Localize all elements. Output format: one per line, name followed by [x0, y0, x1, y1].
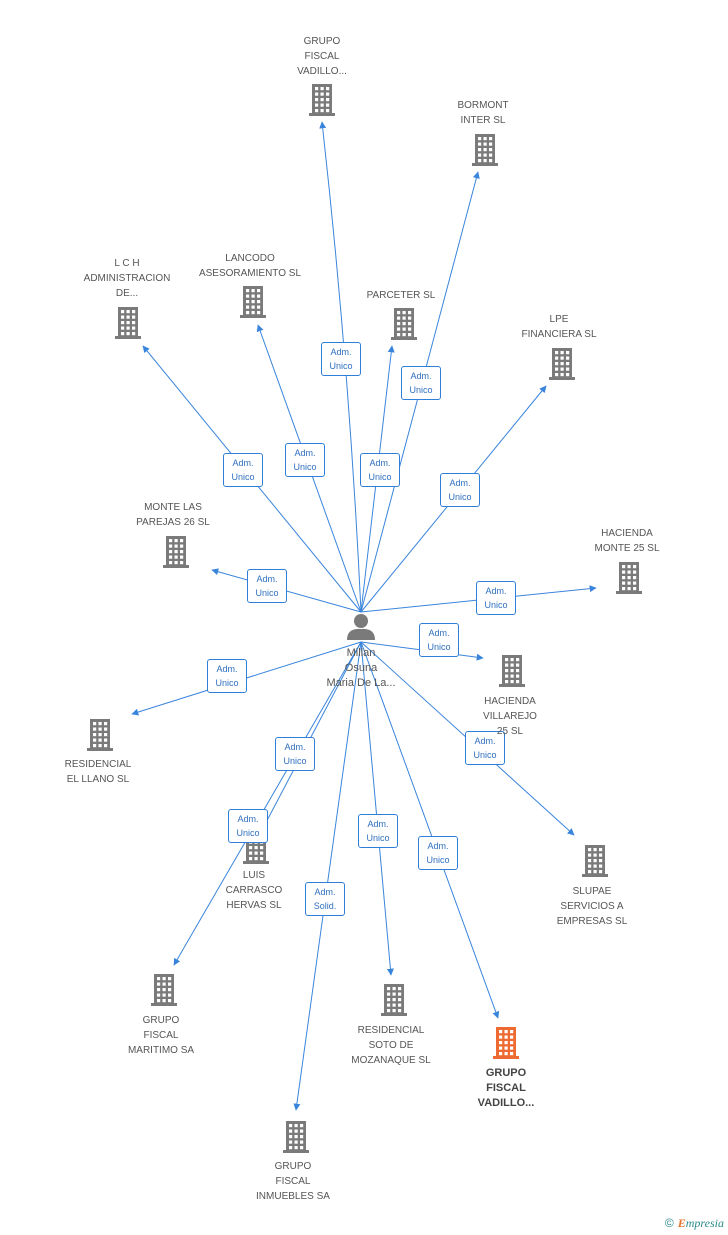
company-label-n14[interactable]: RESIDENCIAL SOTO DE MOZANAQUE SL	[351, 1025, 431, 1066]
edge-n16	[293, 641, 362, 1111]
building-icon[interactable]	[499, 655, 525, 687]
person-label[interactable]: Millan Osuna Maria De La...	[326, 647, 396, 689]
relation-label-n6[interactable]: Adm. Unico	[440, 473, 480, 507]
edge-n13	[173, 641, 362, 966]
building-icon[interactable]	[472, 134, 498, 166]
building-icon[interactable]	[549, 348, 575, 380]
building-icon[interactable]	[493, 1027, 519, 1059]
company-label-n3[interactable]: L C H ADMINISTRACION DE...	[83, 258, 171, 299]
building-icon[interactable]	[391, 308, 417, 340]
company-label-n11[interactable]: LUIS CARRASCO HERVAS SL	[225, 870, 283, 911]
company-label-n6[interactable]: LPE FINANCIERA SL	[521, 314, 597, 340]
building-icon[interactable]	[163, 536, 189, 568]
company-label-n9[interactable]: HACIENDA VILLAREJO 25 SL	[483, 696, 537, 737]
building-icon[interactable]	[240, 286, 266, 318]
company-label-n1[interactable]: GRUPO FISCAL VADILLO...	[297, 36, 347, 77]
relation-label-n5[interactable]: Adm. Unico	[360, 453, 400, 487]
relation-label-n9[interactable]: Adm. Unico	[419, 623, 459, 657]
company-label-n7[interactable]: MONTE LAS PAREJAS 26 SL	[136, 502, 210, 528]
edge-n15	[360, 641, 500, 1019]
relation-label-n14[interactable]: Adm. Unico	[358, 814, 398, 848]
relation-label-n11[interactable]: Adm. Unico	[275, 737, 315, 771]
company-label-n13[interactable]: GRUPO FISCAL MARITIMO SA	[127, 1015, 195, 1056]
relation-label-n16[interactable]: Adm. Solid.	[305, 882, 345, 916]
company-label-n4[interactable]: LANCODO ASESORAMIENTO SL	[198, 253, 302, 279]
relation-label-n3[interactable]: Adm. Unico	[223, 453, 263, 487]
empresia-logo: ©Empresia	[664, 1216, 724, 1230]
company-label-n2[interactable]: BORMONT INTER SL	[457, 100, 509, 126]
building-icon[interactable]	[115, 307, 141, 339]
relation-label-n12[interactable]: Adm. Unico	[465, 731, 505, 765]
relation-label-n2[interactable]: Adm. Unico	[401, 366, 441, 400]
relation-label-n1[interactable]: Adm. Unico	[321, 342, 361, 376]
building-icon[interactable]	[151, 974, 177, 1006]
company-label-n8[interactable]: HACIENDA MONTE 25 SL	[594, 528, 660, 554]
relation-label-n10[interactable]: Adm. Unico	[207, 659, 247, 693]
relation-label-n13[interactable]: Adm. Unico	[228, 809, 268, 843]
building-icon[interactable]	[283, 1121, 309, 1153]
building-icon[interactable]	[616, 562, 642, 594]
company-label-n5[interactable]: PARCETER SL	[366, 290, 436, 301]
building-icon[interactable]	[381, 984, 407, 1016]
relation-label-n7[interactable]: Adm. Unico	[247, 569, 287, 603]
company-label-n12[interactable]: SLUPAE SERVICIOS A EMPRESAS SL	[556, 886, 628, 927]
company-label-n16[interactable]: GRUPO FISCAL INMUEBLES SA	[256, 1161, 330, 1202]
relation-label-n8[interactable]: Adm. Unico	[476, 581, 516, 615]
building-icon[interactable]	[309, 84, 335, 116]
person-icon[interactable]	[347, 614, 375, 640]
company-label-n15[interactable]: GRUPO FISCAL VADILLO...	[477, 1067, 535, 1109]
relation-label-n4[interactable]: Adm. Unico	[285, 443, 325, 477]
building-icon[interactable]	[87, 719, 113, 751]
building-icon[interactable]	[582, 845, 608, 877]
company-label-n10[interactable]: RESIDENCIAL EL LLANO SL	[64, 759, 132, 785]
edge-n14	[360, 641, 394, 976]
edge-n11	[261, 641, 362, 831]
relation-label-n15[interactable]: Adm. Unico	[418, 836, 458, 870]
